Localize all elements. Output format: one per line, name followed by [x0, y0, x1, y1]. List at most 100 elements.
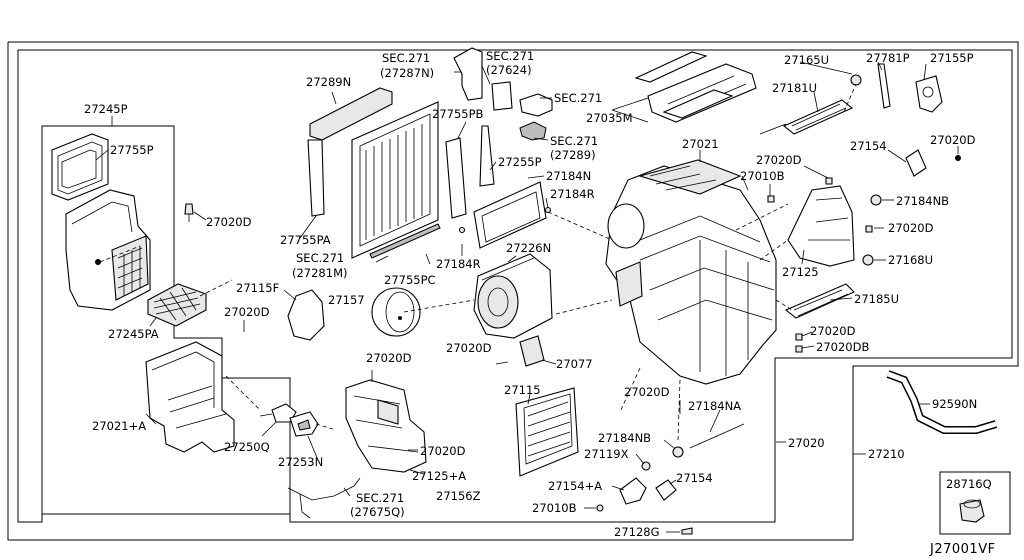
diagram-code: J27001VF — [929, 542, 996, 557]
label-27010B-a: 27010B — [740, 169, 785, 183]
part-92590N-drain-hose — [886, 370, 998, 434]
subframe-27245P — [41, 125, 291, 515]
part-27168U-clip — [862, 254, 874, 266]
label-27289N: 27289N — [306, 75, 351, 89]
label-27119X: 27119X — [584, 447, 629, 461]
part-27755P-filter-frame — [51, 133, 109, 201]
part-evaporator-core — [351, 101, 439, 259]
label-27253N: 27253N — [278, 455, 323, 469]
part-27155P-motor-link — [915, 75, 943, 113]
label-27020D-b: 27020D — [224, 305, 270, 319]
label-27755P: 27755P — [110, 143, 154, 157]
label-27020D-j: 27020D — [624, 385, 670, 399]
label-27250Q: 27250Q — [224, 440, 270, 454]
label-sec271-27675Q-a: SEC.271 — [356, 491, 404, 505]
part-27255P-seal — [479, 125, 495, 187]
label-27020DB: 27020DB — [816, 340, 869, 354]
label-27255P: 27255P — [498, 155, 542, 169]
part-27755PB-seal — [445, 137, 467, 219]
dashed-leaders — [99, 83, 857, 441]
part-27035M-seals — [634, 51, 757, 123]
part-27289N-seal — [309, 87, 393, 141]
label-27125A: 27125+A — [412, 469, 466, 483]
label-sec271-27675Q-b: (27675Q) — [350, 505, 405, 519]
label-27128G: 27128G — [614, 525, 660, 539]
part-labels: 27245P 27755P 27020D 27245PA 27021+A 272… — [84, 49, 992, 539]
label-sec271-27289-b: (27289) — [550, 148, 596, 162]
part-27156Z-harness — [287, 477, 361, 519]
label-27020D-c: 27020D — [756, 153, 802, 167]
label-27020D-h: 27020D — [366, 351, 412, 365]
part-27154A-actuator — [619, 477, 647, 505]
part-27253N-sensor — [289, 411, 319, 437]
label-27755PB: 27755PB — [432, 107, 484, 121]
label-27755PA: 27755PA — [280, 233, 331, 247]
box-28716Q — [939, 471, 1011, 535]
part-27185U-filter — [784, 283, 855, 319]
label-27010B-b: 27010B — [532, 501, 577, 515]
part-27165U-clip — [850, 74, 862, 86]
label-27020D-a: 27020D — [206, 215, 252, 229]
part-27184N-filter — [473, 181, 547, 249]
label-27185U: 27185U — [854, 292, 899, 306]
part-27184NB-clip — [870, 194, 882, 206]
part-27021A-lower-duct — [145, 341, 235, 453]
label-27021A: 27021+A — [92, 419, 146, 433]
label-27021: 27021 — [682, 137, 719, 151]
label-27020: 27020 — [788, 436, 825, 450]
solid-leaders — [95, 61, 959, 533]
label-sec271-27281M-a: SEC.271 — [296, 251, 344, 265]
label-27184R-a: 27184R — [550, 187, 595, 201]
label-27156Z: 27156Z — [436, 489, 481, 503]
part-27125A-lower-case — [345, 379, 427, 473]
label-27020D-i: 27020D — [420, 444, 466, 458]
label-27154-a: 27154 — [850, 139, 887, 153]
label-27245P: 27245P — [84, 102, 128, 116]
label-sec271-27624-a: SEC.271 — [486, 49, 534, 63]
label-27184N: 27184N — [546, 169, 591, 183]
label-27115: 27115 — [504, 383, 541, 397]
label-27210: 27210 — [868, 447, 905, 461]
label-27165U: 27165U — [784, 53, 829, 67]
label-27184R-b: 27184R — [436, 257, 481, 271]
label-27781P: 27781P — [866, 51, 910, 65]
part-27154-b-actuator — [655, 479, 677, 501]
label-27226N: 27226N — [506, 241, 551, 255]
label-27115F: 27115F — [236, 281, 279, 295]
screw-27020D-left — [184, 203, 207, 222]
label-sec271-c: SEC.271 — [554, 91, 602, 105]
label-sec271-27287N-a: SEC.271 — [382, 51, 430, 65]
label-sec271-27289-a: SEC.271 — [550, 134, 598, 148]
label-sec271-27624-b: (27624) — [486, 63, 532, 77]
label-27184NB-b: 27184NB — [598, 431, 651, 445]
part-27128G-screw — [681, 527, 693, 535]
label-92590N: 92590N — [932, 397, 977, 411]
part-pipe-27115 — [429, 346, 508, 458]
label-27035M: 27035M — [586, 111, 633, 125]
label-27020D-e: 27020D — [888, 221, 934, 235]
screw-27184R — [458, 206, 552, 234]
screws-right — [767, 177, 873, 353]
part-27021-main-housing — [605, 159, 777, 385]
label-27155P: 27155P — [930, 51, 974, 65]
outer-frame — [7, 41, 1019, 541]
part-27154-actuator — [905, 149, 961, 177]
part-27245PA-filter-mesh — [147, 283, 207, 327]
label-27020D-d: 27020D — [930, 133, 976, 147]
part-27226N-blower-motor — [473, 253, 553, 339]
label-27168U: 27168U — [888, 253, 933, 267]
label-sec271-27281M-b: (27281M) — [292, 266, 347, 280]
part-27755PC-seal — [369, 223, 441, 259]
part-27755PA-seal — [307, 139, 325, 217]
label-27125: 27125 — [782, 265, 819, 279]
part-27181U-actuator-filter — [759, 99, 854, 135]
part-27115F-bracket — [287, 289, 325, 341]
part-27157-resistor — [371, 287, 421, 337]
label-27755PC: 27755PC — [384, 273, 436, 287]
label-27184NB-a: 27184NB — [896, 194, 949, 208]
label-28716Q: 28716Q — [946, 477, 992, 491]
label-27077: 27077 — [556, 357, 593, 371]
label-27181U: 27181U — [772, 81, 817, 95]
part-sec271-pipes — [453, 47, 553, 141]
